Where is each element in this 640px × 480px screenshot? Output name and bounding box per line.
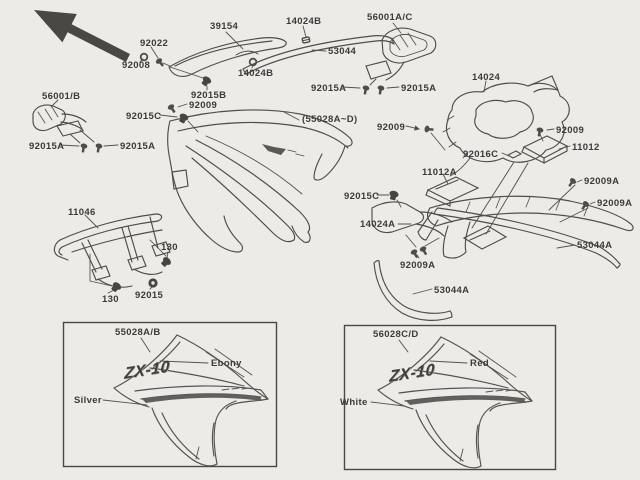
part-label-14024a: 14024A bbox=[360, 219, 396, 230]
part-label-92022: 92022 bbox=[140, 38, 169, 49]
part-label-11012a: 11012A bbox=[422, 167, 457, 178]
part-label-39154: 39154 bbox=[210, 21, 239, 32]
panel-left-box bbox=[62, 321, 278, 468]
leader-lines bbox=[50, 22, 596, 407]
screw-icon bbox=[535, 126, 544, 138]
part-label-92008: 92008 bbox=[122, 60, 151, 71]
screw-icon bbox=[154, 57, 166, 69]
trim-strip-right-part bbox=[433, 207, 621, 269]
part-label-56001b: 56001/B bbox=[42, 91, 81, 102]
part-label-14024: 14024 bbox=[472, 72, 501, 83]
part-label-53044a: 53044A bbox=[434, 285, 470, 296]
part-label-11046: 11046 bbox=[68, 207, 96, 218]
screw-icon bbox=[79, 142, 88, 154]
part-label-92015a: 92015A bbox=[401, 83, 437, 94]
panel-right-code: 56028C/D bbox=[373, 329, 419, 340]
part-label-92015c: 92015C bbox=[344, 191, 380, 202]
part-label-92015a: 92015A bbox=[311, 83, 347, 94]
part-label-56001ac: 56001A/C bbox=[367, 12, 413, 23]
cowling-gasket-part bbox=[442, 75, 570, 177]
part-label-92009a: 92009A bbox=[597, 198, 633, 209]
screw-icon bbox=[361, 84, 370, 96]
part-label-92015a: 92015A bbox=[120, 141, 156, 152]
part-label-55028a-d: (55028A~D) bbox=[302, 114, 358, 125]
screw-icon bbox=[94, 142, 103, 154]
direction-arrow-icon bbox=[34, 10, 130, 62]
part-label-14024b-low: 14024B bbox=[238, 68, 274, 79]
part-label-92009a: 92009A bbox=[400, 260, 436, 271]
screw-icon bbox=[566, 176, 578, 189]
part-label-92009: 92009 bbox=[189, 100, 218, 111]
cowling-bracket-part bbox=[53, 213, 171, 288]
screw-icon bbox=[424, 125, 435, 134]
part-label-92015: 92015 bbox=[135, 290, 164, 301]
part-label-130: 130 bbox=[102, 294, 119, 305]
left-mirror-part bbox=[32, 104, 95, 144]
screw-icon bbox=[376, 84, 385, 96]
panel-right-lower-color: White bbox=[340, 397, 368, 408]
side-fairing-drawing bbox=[377, 336, 533, 469]
panel-left-lower-color: Silver bbox=[74, 395, 102, 406]
side-fairing-drawing bbox=[113, 334, 269, 467]
panel-right-upper-color: Red bbox=[470, 358, 489, 369]
panel-left-code: 55028A/B bbox=[115, 327, 161, 338]
part-label-14024b-top: 14024B bbox=[286, 16, 322, 27]
bracket-14024a bbox=[371, 201, 425, 234]
part-label-92009a: 92009A bbox=[584, 176, 620, 187]
panel-left-upper-color: Ebony bbox=[211, 358, 242, 369]
upper-cowling-part bbox=[167, 109, 353, 253]
trim-strip-bottom-part bbox=[373, 260, 453, 321]
bolt-icon bbox=[159, 255, 173, 269]
part-label-92009: 92009 bbox=[377, 122, 406, 133]
part-label-130: 130 bbox=[161, 242, 178, 253]
part-label-92015b: 92015B bbox=[191, 90, 227, 101]
part-label-53044a: 53044A bbox=[577, 240, 613, 251]
grommet-icon bbox=[148, 278, 158, 288]
panel-right-box bbox=[343, 324, 557, 471]
part-label-92015c: 92015C bbox=[126, 111, 162, 122]
right-mirror-part bbox=[365, 27, 437, 86]
screw-icon bbox=[166, 103, 178, 115]
bolt-icon bbox=[388, 189, 400, 201]
screw-icon bbox=[418, 245, 429, 257]
clip-92016c bbox=[506, 150, 523, 159]
clip-icon bbox=[301, 36, 311, 44]
part-label-11012: 11012 bbox=[572, 142, 600, 153]
part-label-92015a: 92015A bbox=[29, 141, 65, 152]
part-label-92016c: 92016C bbox=[463, 149, 499, 160]
bolt-icon bbox=[199, 74, 213, 88]
part-label-53044: 53044 bbox=[328, 46, 357, 57]
part-label-92009: 92009 bbox=[556, 125, 585, 136]
